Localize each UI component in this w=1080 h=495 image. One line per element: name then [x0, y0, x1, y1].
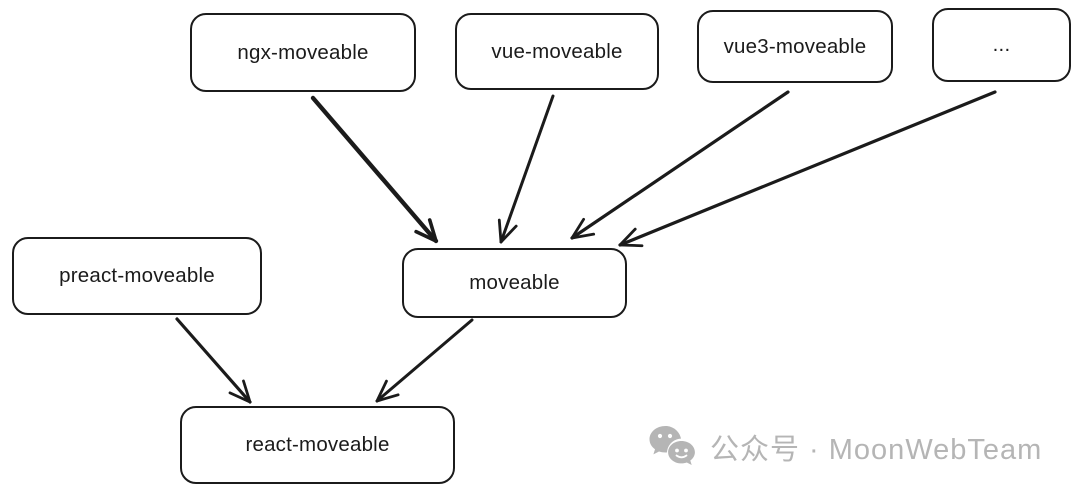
arrowhead-icon — [228, 379, 252, 404]
arrowhead-icon — [414, 218, 438, 243]
node-moveable: moveable — [402, 248, 627, 318]
edge-ngx-moveable-to-moveable — [310, 95, 439, 244]
node-ellipsis: ... — [932, 8, 1071, 82]
node-vue3-moveable: vue3-moveable — [697, 10, 893, 83]
edge-vue-moveable-to-moveable — [497, 94, 555, 244]
arrowhead-icon — [497, 218, 518, 244]
edge-vue3-moveable-to-moveable — [570, 90, 790, 240]
node-vue-moveable: vue-moveable — [455, 13, 659, 90]
wechat-icon — [649, 426, 695, 465]
arrowhead-icon — [618, 227, 644, 248]
watermark: 公众号 · MoonWebTeam — [648, 424, 1042, 470]
node-react-moveable: react-moveable — [180, 406, 455, 484]
node-ngx-moveable: ngx-moveable — [190, 13, 416, 92]
edge-preact-moveable-to-react-moveable — [175, 317, 252, 404]
edge-ellipsis-to-moveable — [618, 90, 997, 248]
arrowhead-icon — [570, 217, 596, 240]
node-preact-moveable: preact-moveable — [12, 237, 262, 315]
watermark-text: 公众号 · MoonWebTeam — [710, 434, 1043, 466]
arrowhead-icon — [375, 379, 400, 403]
edge-moveable-to-react-moveable — [375, 318, 474, 403]
